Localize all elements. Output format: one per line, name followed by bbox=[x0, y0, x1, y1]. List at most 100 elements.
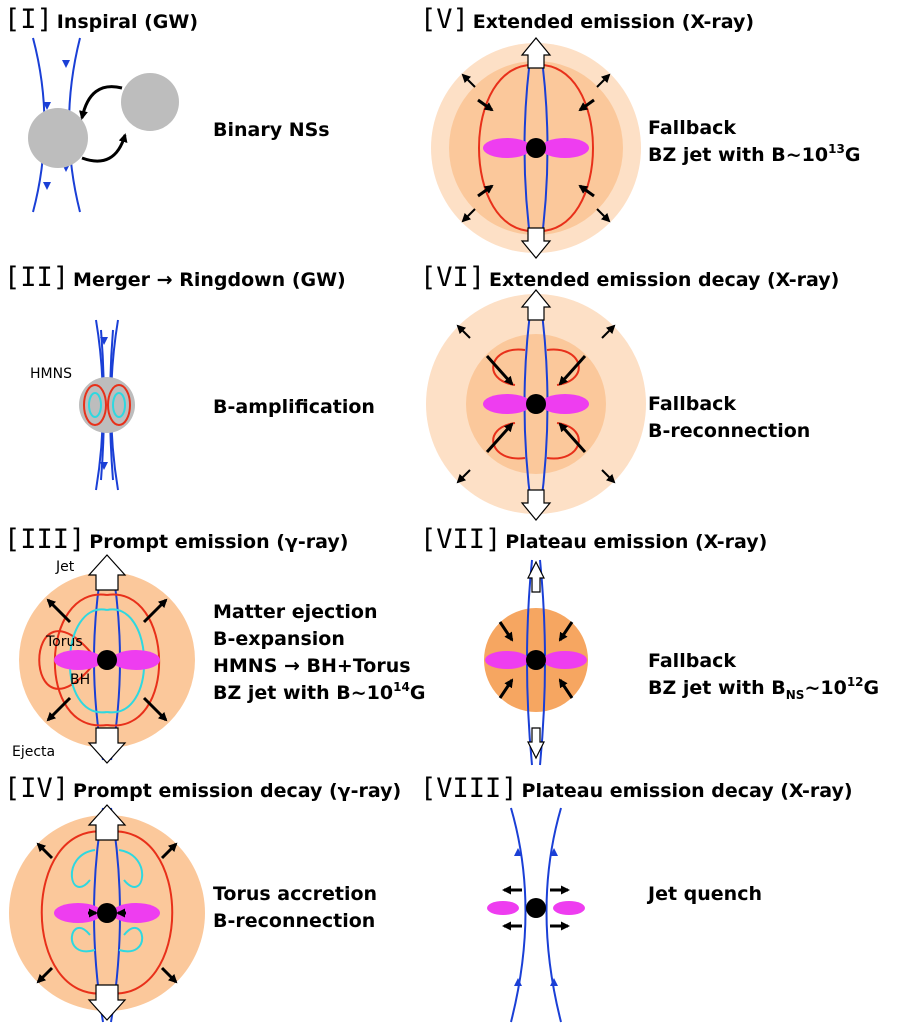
panel-8-desc: Jet quench bbox=[646, 883, 762, 905]
torus bbox=[553, 901, 585, 915]
black-hole bbox=[526, 650, 546, 670]
field-line bbox=[510, 807, 527, 1023]
fallback-arrow-icon bbox=[485, 355, 514, 386]
field-arrow-icon bbox=[62, 60, 70, 68]
label-torus: Torus bbox=[45, 634, 83, 650]
cyan-loop bbox=[70, 927, 96, 953]
fallback-arrow-icon bbox=[477, 98, 494, 112]
neutron-star bbox=[28, 108, 88, 168]
panel-2-desc: B-amplification bbox=[213, 396, 375, 418]
panel-4-desc-1: Torus accretion bbox=[213, 883, 377, 905]
jet-arrow-down-icon bbox=[520, 227, 552, 259]
panel-7-desc-2: BZ jet with BNS~1012G bbox=[648, 675, 879, 702]
torus bbox=[543, 651, 587, 669]
torus bbox=[54, 650, 102, 670]
panel-1-title: [I]Inspiral (GW) bbox=[4, 4, 198, 35]
panel-3-desc-2: B-expansion bbox=[213, 628, 345, 650]
fallback-arrow-icon bbox=[498, 621, 514, 642]
black-hole bbox=[526, 138, 546, 158]
poloidal-field bbox=[535, 63, 594, 233]
panel-7-desc-1: Fallback bbox=[648, 650, 736, 672]
toroidal-field bbox=[112, 392, 126, 418]
torus bbox=[487, 901, 519, 915]
field-arrow-icon bbox=[550, 978, 558, 986]
jet-arrow-up-icon bbox=[520, 289, 552, 321]
torus bbox=[541, 138, 589, 158]
panel-5-desc-1: Fallback bbox=[648, 117, 736, 139]
panel-3-prompt-emission: [III]Prompt emission (γ-ray) Jet Torus B… bbox=[4, 524, 425, 764]
jet-arrow-up-icon bbox=[87, 554, 127, 591]
panel-3-title: [III]Prompt emission (γ-ray) bbox=[4, 524, 348, 555]
panel-6-desc-1: Fallback bbox=[648, 393, 736, 415]
label-bh: BH bbox=[70, 672, 90, 688]
panel-6-title: [VI]Extended emission decay (X-ray) bbox=[420, 262, 839, 293]
fallback-arrow-icon bbox=[477, 184, 494, 198]
neutron-star bbox=[121, 73, 179, 131]
ejecta-arrow-icon bbox=[46, 696, 72, 722]
ejecta-arrow-icon bbox=[142, 598, 168, 624]
panel-1-inspiral: [I]Inspiral (GW) Binary NSs bbox=[4, 4, 330, 213]
panel-6-extended-decay: [VI]Extended emission decay (X-ray) Fall… bbox=[420, 262, 839, 521]
torus bbox=[483, 138, 531, 158]
outflow-arrow-icon bbox=[601, 324, 616, 339]
jet-arrow-down-icon bbox=[520, 489, 552, 521]
toroidal-field bbox=[83, 384, 107, 426]
jet-arrow-down-icon bbox=[87, 984, 127, 1021]
ejecta-arrow-icon bbox=[36, 966, 54, 984]
label-ejecta: Ejecta bbox=[12, 744, 55, 760]
torus bbox=[112, 903, 160, 923]
black-hole bbox=[97, 903, 117, 923]
fallback-arrow-icon bbox=[558, 422, 587, 453]
label-jet: Jet bbox=[55, 559, 75, 575]
fallback-arrow-icon bbox=[578, 98, 595, 112]
field-arrow-icon bbox=[100, 462, 108, 470]
torus bbox=[485, 651, 529, 669]
field-arrow-icon bbox=[100, 337, 108, 345]
ejecta-arrow-icon bbox=[142, 696, 168, 722]
poloidal-field bbox=[106, 830, 174, 995]
black-hole bbox=[526, 898, 546, 918]
outflow-arrow-icon bbox=[601, 469, 616, 484]
orbit-arrow-icon bbox=[79, 85, 123, 120]
cyan-loop bbox=[118, 927, 144, 953]
ejecta-arrow-icon bbox=[46, 598, 72, 624]
field-line bbox=[545, 807, 562, 1023]
field-arrow-icon bbox=[43, 102, 51, 110]
panel-2-merger: [II]Merger → Ringdown (GW) HMNS B-amplif… bbox=[4, 262, 375, 491]
outflow-arrow-icon bbox=[596, 73, 611, 88]
torus bbox=[54, 903, 102, 923]
cyan-loop bbox=[118, 849, 144, 888]
panel-7-plateau: [VII]Plateau emission (X-ray) Fallback B… bbox=[420, 524, 879, 766]
black-hole bbox=[97, 650, 117, 670]
fallback-arrow-icon bbox=[498, 678, 514, 699]
panel-2-title: [II]Merger → Ringdown (GW) bbox=[4, 262, 346, 293]
panel-5-title: [V]Extended emission (X-ray) bbox=[420, 4, 754, 35]
toroidal-field bbox=[107, 384, 131, 426]
panel-8-title: [VIII]Plateau emission decay (X-ray) bbox=[420, 773, 853, 804]
outflow-arrow-icon bbox=[461, 208, 476, 223]
panel-1-desc: Binary NSs bbox=[213, 119, 330, 141]
panel-6-desc-2: B-reconnection bbox=[648, 420, 810, 442]
panel-5-desc-2: BZ jet with B~1013G bbox=[648, 142, 860, 166]
ejecta-arrow-icon bbox=[160, 842, 178, 860]
fallback-arrow-icon bbox=[558, 621, 574, 642]
panel-8-plateau-decay: [VIII]Plateau emission decay (X-ray) Jet… bbox=[420, 773, 853, 1023]
jet-arrow-down-icon bbox=[527, 727, 545, 760]
jet-arrow-up-icon bbox=[527, 560, 545, 593]
black-hole bbox=[526, 394, 546, 414]
poloidal-field bbox=[40, 830, 108, 995]
cyan-loop bbox=[70, 849, 96, 888]
outflow-arrow-icon bbox=[456, 324, 471, 339]
fallback-arrow-icon bbox=[558, 355, 587, 386]
panel-4-title: [IV]Prompt emission decay (γ-ray) bbox=[4, 773, 401, 804]
outflow-arrow-icon bbox=[461, 73, 476, 88]
fallback-arrow-icon bbox=[558, 678, 574, 699]
ejecta-arrow-icon bbox=[36, 842, 54, 860]
poloidal-field bbox=[38, 630, 98, 690]
field-arrow-icon bbox=[514, 978, 522, 986]
ejecta-arrow-icon bbox=[160, 966, 178, 984]
panel-3-desc-3: HMNS → BH+Torus bbox=[213, 655, 411, 677]
panel-4-desc-2: B-reconnection bbox=[213, 910, 375, 932]
poloidal-field bbox=[478, 63, 537, 233]
